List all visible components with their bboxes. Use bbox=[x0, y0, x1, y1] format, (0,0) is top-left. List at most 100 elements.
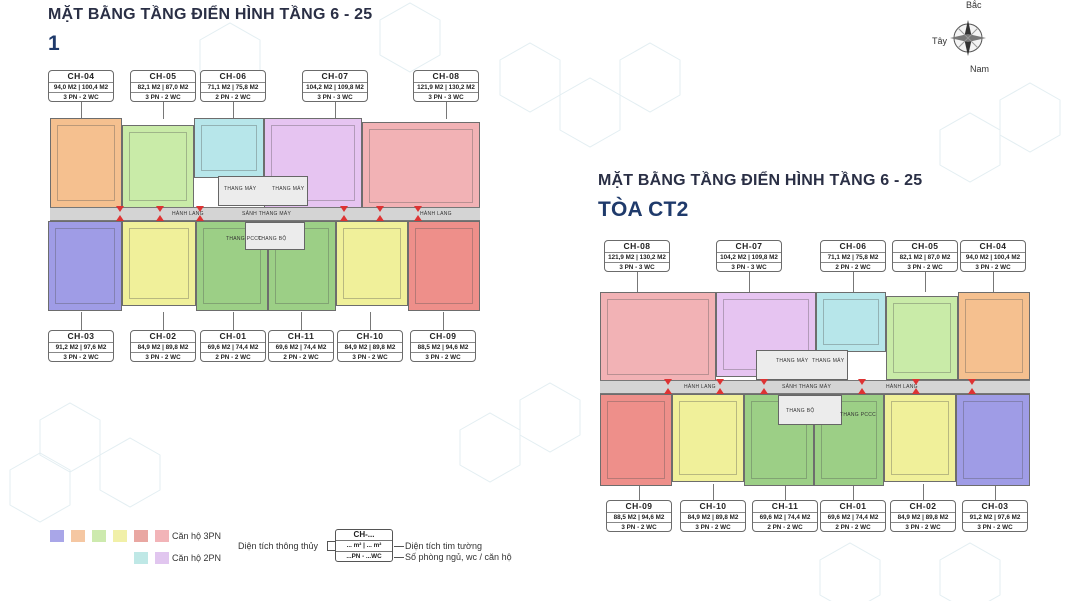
left-bottom-unit-4-code: CH-10 bbox=[338, 331, 402, 343]
left-door-arrow-bot-5 bbox=[414, 215, 422, 221]
left-top-unit-3-rooms: 3 PN - 3 WC bbox=[317, 94, 353, 101]
left-door-arrow-bot-4 bbox=[376, 215, 384, 221]
right-top-unit-1-rooms: 3 PN - 3 WC bbox=[731, 264, 767, 271]
right-bottom-unit-5-area: 91,2 M2 | 97,6 M2 bbox=[963, 513, 1027, 523]
right-bottom-unit-3-rooms: 2 PN - 2 WC bbox=[835, 524, 871, 531]
legend-key-box: CH-... ... m² | ... m² ...PN - ...WC bbox=[335, 529, 393, 562]
legend-swatch-3pn-3 bbox=[113, 530, 127, 542]
right-elevator-label-1: THANG MÁY bbox=[776, 358, 809, 364]
left-top-unit-4-rooms: 3 PN - 3 WC bbox=[428, 94, 464, 101]
left-bottom-unit-3-area: 69,6 M2 | 74,4 M2 bbox=[269, 343, 333, 353]
left-door-arrow-top-3 bbox=[340, 206, 348, 212]
right-bottom-unit-1-area: 84,9 M2 | 89,8 M2 bbox=[681, 513, 745, 523]
right-bottom-unit-4-code: CH-02 bbox=[891, 501, 955, 513]
right-bottom-unit-4-area: 84,9 M2 | 89,8 M2 bbox=[891, 513, 955, 523]
compass-north: Bắc bbox=[966, 0, 982, 10]
left-door-arrow-top-2 bbox=[196, 206, 204, 212]
right-door-arrow-top-1 bbox=[716, 379, 724, 385]
left-bottom-unit-4-area: 84,9 M2 | 89,8 M2 bbox=[338, 343, 402, 353]
right-door-arrow-top-4 bbox=[912, 379, 920, 385]
right-lobby-label: SẢNH THANG MÁY bbox=[782, 384, 832, 390]
right-bottom-unit-4-rooms: 3 PN - 2 WC bbox=[905, 524, 941, 531]
right-bottom-unit-0-leader bbox=[639, 484, 640, 500]
right-top-unit-4-rooms: 3 PN - 2 WC bbox=[975, 264, 1011, 271]
left-top-unit-3-code: CH-07 bbox=[303, 71, 367, 83]
legend-usable-area: Diện tích thông thủy bbox=[238, 541, 319, 551]
right-top-unit-2-area: 71,1 M2 | 75,8 M2 bbox=[821, 253, 885, 263]
right-top-unit-0-rooms: 3 PN - 3 WC bbox=[619, 264, 655, 271]
right-bottom-unit-1-leader bbox=[713, 484, 714, 500]
legend-swatch-3pn-5 bbox=[155, 530, 169, 542]
left-bottom-room-1 bbox=[122, 221, 196, 306]
right-door-arrow-bot-2 bbox=[760, 388, 768, 394]
left-top-unit-0-leader bbox=[81, 102, 82, 119]
left-door-arrow-bot-2 bbox=[196, 215, 204, 221]
legend-swatch-2pn-1 bbox=[155, 552, 169, 564]
plan-right-tower: TÒA CT2 bbox=[598, 198, 689, 221]
legend: Căn hộ 3PN Căn hộ 2PN Diện tích thông th… bbox=[50, 528, 530, 573]
right-bottom-unit-1-code: CH-10 bbox=[681, 501, 745, 513]
left-bottom-unit-5-rooms: 3 PN - 2 WC bbox=[425, 354, 461, 361]
right-top-unit-4-area: 94,0 M2 | 100,4 M2 bbox=[961, 253, 1025, 263]
left-bottom-unit-2-code: CH-01 bbox=[201, 331, 265, 343]
left-top-unit-0-code: CH-04 bbox=[49, 71, 113, 83]
legend-key-code: CH-... bbox=[336, 530, 392, 541]
right-top-unit-3-rooms: 3 PN - 2 WC bbox=[907, 264, 943, 271]
left-top-unit-2-rooms: 2 PN - 2 WC bbox=[215, 94, 251, 101]
right-bottom-unit-2-leader bbox=[785, 484, 786, 500]
left-elevator-label-2: THANG MÁY bbox=[272, 186, 305, 192]
left-corridor-label-2: HÀNH LANG bbox=[420, 211, 452, 217]
left-top-room-1 bbox=[122, 125, 194, 208]
left-bottom-unit-2-rooms: 2 PN - 2 WC bbox=[215, 354, 251, 361]
left-top-unit-4-code: CH-08 bbox=[414, 71, 478, 83]
right-corridor-label-1: HÀNH LANG bbox=[684, 384, 716, 390]
left-bottom-unit-0-code: CH-03 bbox=[49, 331, 113, 343]
right-door-arrow-bot-5 bbox=[968, 388, 976, 394]
right-top-unit-2-code: CH-06 bbox=[821, 241, 885, 253]
right-pccc-label: THANG PCCC bbox=[840, 412, 877, 418]
right-top-unit-3-leader bbox=[925, 272, 926, 292]
legend-wall-area: Diện tích tim tường bbox=[405, 541, 482, 551]
left-door-arrow-bot-1 bbox=[156, 215, 164, 221]
right-top-room-4 bbox=[958, 292, 1030, 380]
right-top-unit-4-leader bbox=[993, 272, 994, 292]
right-bottom-unit-3-code: CH-01 bbox=[821, 501, 885, 513]
right-elevator-core bbox=[756, 350, 848, 380]
right-top-unit-2-leader bbox=[853, 272, 854, 292]
left-bottom-room-5 bbox=[408, 221, 480, 311]
legend-arrow-2 bbox=[394, 557, 404, 558]
left-door-arrow-top-1 bbox=[156, 206, 164, 212]
left-bottom-unit-0-area: 91,2 M2 | 97,6 M2 bbox=[49, 343, 113, 353]
left-pccc-label: THANG PCCC bbox=[226, 236, 263, 242]
left-top-room-0 bbox=[50, 118, 122, 208]
legend-3pn-label: Căn hộ 3PN bbox=[172, 531, 222, 541]
right-bottom-room-0 bbox=[600, 394, 672, 486]
plan-left-tower: 1 bbox=[48, 32, 60, 55]
right-bottom-unit-1-rooms: 3 PN - 2 WC bbox=[695, 524, 731, 531]
right-bottom-room-4 bbox=[884, 394, 956, 482]
legend-swatch-3pn-2 bbox=[92, 530, 106, 542]
right-top-room-2 bbox=[816, 292, 886, 352]
left-door-arrow-bot-0 bbox=[116, 215, 124, 221]
legend-key-area: ... m² | ... m² bbox=[336, 541, 392, 552]
right-top-unit-3-area: 82,1 M2 | 87,0 M2 bbox=[893, 253, 957, 263]
left-top-unit-3-leader bbox=[335, 102, 336, 119]
left-bottom-unit-3-leader bbox=[301, 312, 302, 330]
left-top-room-2 bbox=[194, 118, 264, 178]
left-bottom-unit-2-area: 69,6 M2 | 74,4 M2 bbox=[201, 343, 265, 353]
left-door-arrow-bot-3 bbox=[340, 215, 348, 221]
compass-rose: Bắc Tây Nam bbox=[928, 0, 1008, 78]
right-top-unit-3-code: CH-05 bbox=[893, 241, 957, 253]
